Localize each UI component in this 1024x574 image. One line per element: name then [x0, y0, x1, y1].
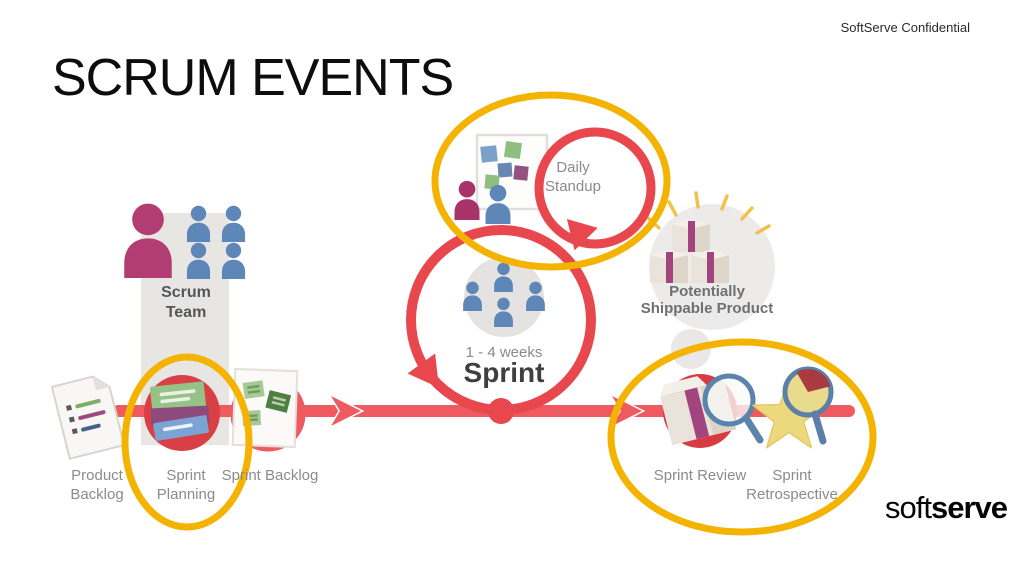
logo-serve: serve — [930, 490, 1008, 525]
sprint-review-label: Sprint Review — [653, 467, 747, 484]
magnifier-icon — [702, 373, 756, 427]
daily-standup-loop-arrow — [534, 127, 656, 251]
sprint-team-icon — [463, 257, 545, 337]
product-backlog-label: Product Backlog — [70, 467, 124, 503]
confidential-note: SoftServe Confidential — [840, 20, 970, 35]
sprint-title-label: Sprint — [463, 357, 545, 388]
highlight-ellipse-review — [607, 338, 877, 536]
daily-standup-label: Daily Standup — [545, 159, 601, 195]
sprint-planning-icon — [144, 375, 220, 451]
sprint-duration-label: 1 - 4 weeks — [465, 344, 543, 361]
timeline-chevron-icon — [327, 392, 365, 430]
timeline-node-dot — [488, 398, 514, 424]
softserve-logo: softserve — [885, 490, 1008, 526]
scrum-team-label: Scrum Team — [161, 284, 211, 321]
sprint-planning-label: Sprint Planning — [156, 467, 216, 503]
product-backlog-icon — [50, 375, 126, 460]
page-title: SCRUM EVENTS — [52, 49, 454, 107]
highlight-ellipse-planning — [121, 353, 253, 531]
sprint-retrospective-icon — [752, 366, 834, 449]
sprint-review-icon — [660, 373, 764, 448]
pie-magnifier-icon — [782, 366, 834, 445]
sprint-backlog-label: Sprint Backlog — [221, 467, 319, 484]
shippable-product-label: Potentially Shippable Product — [640, 283, 774, 317]
logo-soft: soft — [885, 490, 932, 525]
sprint-retrospective-label: Sprint Retrospective — [746, 467, 838, 503]
highlight-ellipse-standup — [431, 91, 671, 271]
shippable-product-icon — [646, 191, 775, 330]
